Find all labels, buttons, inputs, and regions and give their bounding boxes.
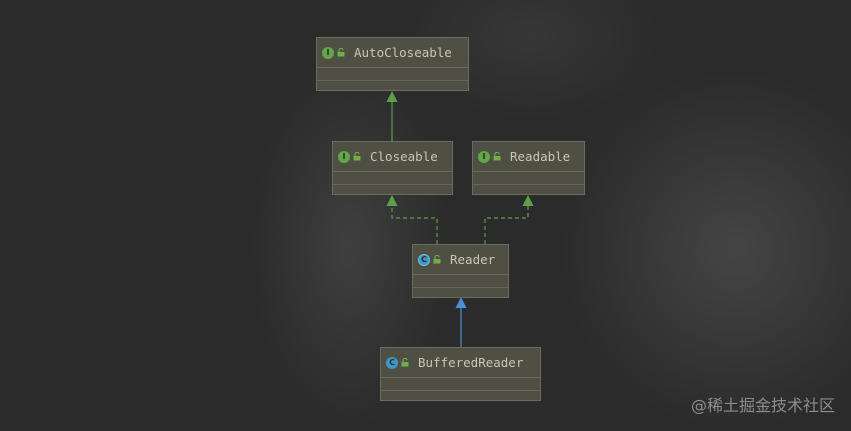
edge-reader-implements-readable — [484, 206, 529, 244]
divider — [381, 390, 540, 391]
divider — [473, 184, 584, 185]
unlock-icon — [401, 358, 409, 367]
unlock-icon — [337, 48, 345, 57]
node-name: BufferedReader — [418, 355, 524, 370]
divider — [413, 287, 508, 288]
unlock-icon — [493, 152, 501, 161]
interface-badge-icon: I — [478, 150, 490, 163]
node-name: Closeable — [370, 149, 438, 164]
node-name: Reader — [450, 252, 496, 267]
edge-reader-implements-closeable — [391, 206, 438, 244]
node-autocloseable[interactable]: I AutoCloseable — [316, 37, 469, 91]
arrowhead — [386, 195, 398, 206]
background-shade — [560, 70, 851, 431]
arrowhead — [386, 91, 398, 102]
interface-badge-icon: I — [322, 46, 334, 59]
interface-badge-icon: I — [338, 150, 350, 163]
divider — [317, 80, 468, 81]
arrowhead — [455, 297, 467, 308]
divider — [333, 184, 452, 185]
node-readable[interactable]: I Readable — [472, 141, 585, 195]
abstract-class-badge-icon: C — [418, 253, 430, 266]
unlock-icon — [433, 255, 441, 264]
watermark-text: @稀土掘金技术社区 — [690, 396, 835, 415]
node-bufferedreader[interactable]: C BufferedReader — [380, 347, 541, 401]
arrowhead — [522, 195, 534, 206]
node-reader[interactable]: C Reader — [412, 244, 509, 298]
unlock-icon — [353, 152, 361, 161]
node-name: AutoCloseable — [354, 45, 452, 60]
node-closeable[interactable]: I Closeable — [332, 141, 453, 195]
class-badge-icon: C — [386, 356, 398, 369]
node-name: Readable — [510, 149, 571, 164]
